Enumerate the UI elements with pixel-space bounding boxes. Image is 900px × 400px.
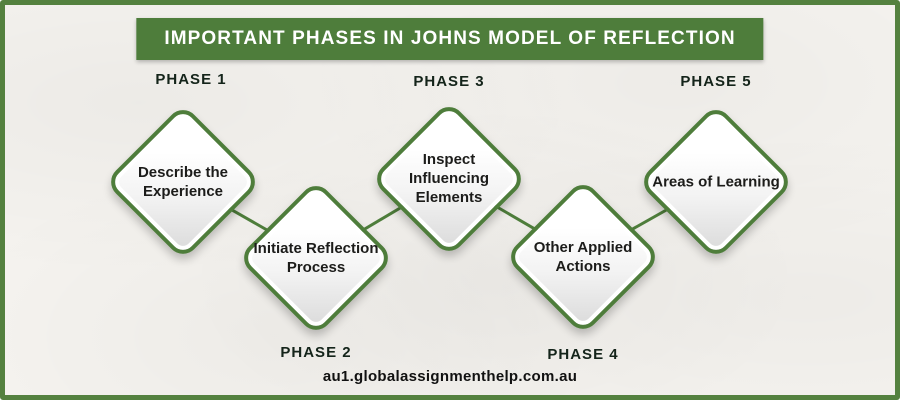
- phase-4-text: Other Applied Actions: [533, 238, 633, 275]
- phase-4-label: PHASE 4: [547, 346, 619, 363]
- phase-3-label: PHASE 3: [413, 73, 485, 90]
- phase-5-node: Areas of Learning: [636, 102, 796, 262]
- phase-1-node: Describe the Experience: [103, 102, 263, 262]
- phase-2-label: PHASE 2: [280, 344, 352, 361]
- phase-2-text: Initiate Reflection Process: [253, 239, 379, 276]
- phase-4-node: Other Applied Actions: [503, 177, 663, 337]
- website-url: au1.globalassignmenthelp.com.au: [322, 368, 578, 385]
- phase-3-node: Inspect Influencing Elements: [369, 99, 529, 259]
- title-banner: IMPORTANT PHASES IN JOHNS MODEL OF REFLE…: [136, 18, 764, 60]
- phase-5-text: Areas of Learning: [652, 173, 780, 191]
- phase-1-text: Describe the Experience: [137, 163, 229, 200]
- phase-5-label: PHASE 5: [680, 73, 752, 90]
- phase-1-label: PHASE 1: [155, 71, 227, 88]
- phase-2-node: Initiate Reflection Process: [236, 178, 396, 338]
- phase-3-text: Inspect Influencing Elements: [409, 151, 489, 207]
